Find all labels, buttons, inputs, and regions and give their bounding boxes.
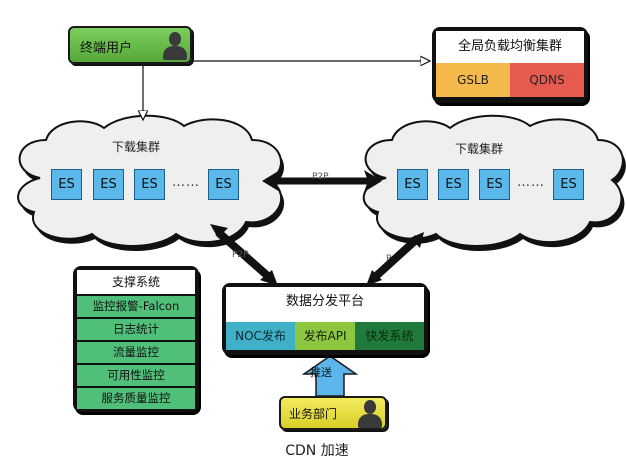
diagram-caption: CDN 加速 — [285, 443, 349, 459]
es-node[interactable]: ES — [438, 169, 469, 200]
fast-publish-module[interactable]: 快发系统 — [355, 322, 424, 350]
ellipsis: …… — [172, 175, 200, 190]
support-item[interactable]: 服务质量监控 — [77, 388, 195, 409]
end-user-label: 终端用户 — [80, 41, 133, 56]
es-node[interactable]: ES — [397, 169, 428, 200]
download-cluster-left-title: 下载集群 — [112, 140, 161, 154]
download-cluster-right-title: 下载集群 — [455, 142, 504, 156]
support-system-title: 支撑系统 — [77, 270, 195, 294]
business-dept-node[interactable]: 业务部门 — [279, 396, 387, 430]
support-item[interactable]: 流量监控 — [77, 342, 195, 363]
gslb-cell: GSLB — [436, 63, 510, 97]
gslb-cluster-title: 全局负载均衡集群 — [436, 31, 584, 63]
support-item[interactable]: 日志统计 — [77, 319, 195, 340]
right-diag-arrow — [366, 232, 424, 286]
distribution-platform-title: 数据分发平台 — [226, 287, 424, 322]
support-item[interactable]: 可用性监控 — [77, 365, 195, 386]
es-node[interactable]: ES — [134, 169, 165, 200]
left-diag-arrow — [210, 224, 278, 286]
es-node[interactable]: ES — [553, 169, 584, 200]
end-user-node[interactable]: 终端用户 — [68, 26, 192, 64]
right-diag-label: P — [386, 254, 392, 264]
noc-publish-module[interactable]: NOC发布 — [226, 322, 295, 350]
ellipsis: …… — [517, 175, 545, 190]
es-node[interactable]: ES — [51, 169, 82, 200]
support-system-panel: 支撑系统 监控报警-Falcon 日志统计 流量监控 可用性监控 服务质量监控 — [73, 266, 199, 412]
gslb-cluster-node[interactable]: 全局负载均衡集群 GSLB QDNS — [432, 27, 588, 103]
distribution-platform-node[interactable]: 数据分发平台 NOC发布 发布API 快发系统 — [222, 283, 428, 355]
qdns-cell: QDNS — [510, 63, 584, 97]
push-label: 推送 — [310, 366, 332, 379]
cloud-link-arrow — [262, 170, 382, 192]
support-item[interactable]: 监控报警-Falcon — [77, 296, 195, 317]
es-node[interactable]: ES — [93, 169, 124, 200]
es-node[interactable]: ES — [479, 169, 510, 200]
cluster-link-label: P2P — [312, 172, 329, 182]
person-icon — [357, 399, 383, 429]
left-diag-label: P2P — [232, 250, 249, 260]
person-icon — [162, 31, 188, 61]
es-node[interactable]: ES — [208, 169, 239, 200]
publish-api-module[interactable]: 发布API — [295, 322, 355, 350]
business-dept-label: 业务部门 — [289, 407, 338, 421]
